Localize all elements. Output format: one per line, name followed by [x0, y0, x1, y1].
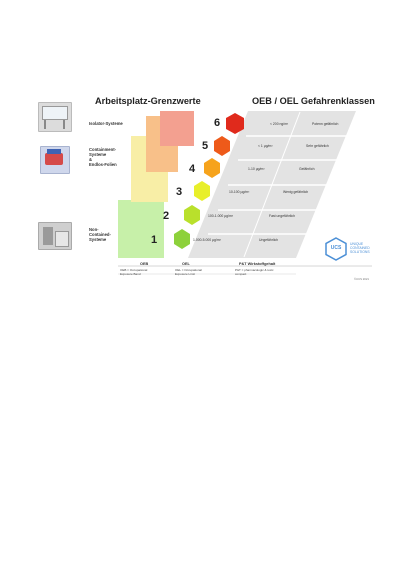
footer-header-oel: OEL [182, 262, 190, 266]
system-label-isolator: Isolator-Systeme [89, 121, 123, 126]
footer-def-oel: OEL = Occupational Exposure Limit [175, 268, 202, 276]
hazard-class-6: Potenn gefährlich [312, 122, 339, 126]
level-number-5: 5 [201, 140, 209, 152]
footer-def-pt: P&T = pharmacologic & toxic compact [235, 268, 274, 276]
level-number-2: 2 [162, 210, 170, 222]
hazard-class-3: Wenig gefährlich [283, 190, 309, 194]
hazard-class-2: Fast ungefährlich [269, 214, 296, 218]
oel-value-1: 1.000-5.000 µg/m³ [193, 238, 221, 242]
system-label-containment: Containment- Systeme & Endlos-Folien [89, 147, 117, 167]
oel-value-4: 1-10 µg/m³ [248, 167, 265, 171]
oel-value-3: 10-100 µg/m³ [229, 190, 250, 194]
title-right: OEB / OEL Gefahrenklassen [252, 96, 375, 106]
title-left: Arbeitsplatz-Grenzwerte [95, 96, 201, 106]
level-number-4: 4 [188, 163, 196, 175]
level-number-6: 6 [213, 117, 221, 129]
hazard-class-4: Gefährlich [299, 167, 315, 171]
isolator-icon [38, 102, 72, 132]
footer-header-oeb: OEB [140, 262, 149, 266]
non-contained-icon [38, 222, 72, 250]
hexagon-level-5 [214, 136, 230, 156]
containment-icon [40, 146, 70, 174]
hazard-class-1: Ungefährlich [259, 238, 279, 242]
oel-value-6: < 200 ng/m³ [270, 122, 289, 126]
level-number-1: 1 [150, 234, 158, 246]
ucs-logo-text: UNIQUE CONTAINED SOLUTIONS [350, 242, 370, 255]
hexagon-level-6 [226, 113, 244, 134]
footer-def-oeb: OEB = Occupational Exposure Band [120, 268, 148, 276]
hexagon-level-4 [204, 158, 220, 178]
footer-header-pt: P&T Wirkstoffgehalt [239, 262, 276, 266]
green-bar [118, 200, 164, 258]
ucs-logo-icon [325, 237, 347, 261]
system-label-non-contained: Non- Contained- Systeme [89, 227, 111, 242]
hazard-class-5: Sehr gefährlich [306, 144, 329, 148]
copyright: ©UCS 2021 [354, 277, 369, 281]
ucs-logo-mark: UCS [330, 245, 342, 251]
oel-value-2: 100-1.000 µg/m³ [208, 214, 233, 218]
oel-value-5: < 1 µg/m³ [258, 144, 273, 148]
hexagon-level-2 [184, 205, 200, 225]
red-bar [160, 111, 194, 146]
hexagon-level-1 [174, 229, 190, 249]
level-number-3: 3 [175, 186, 183, 198]
hexagon-level-3 [194, 181, 210, 201]
